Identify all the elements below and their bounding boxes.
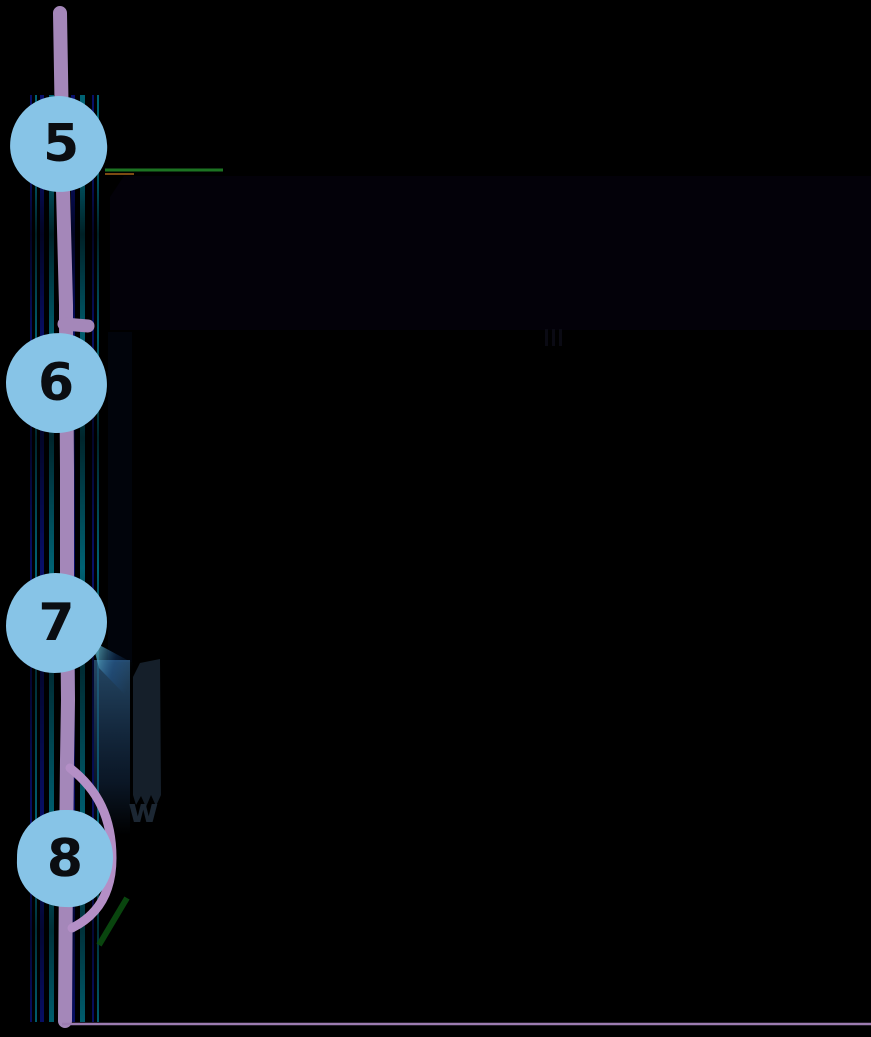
timeline-step-marker-8: 8: [16, 809, 114, 908]
step-number: 8: [46, 828, 84, 889]
step-number: 5: [43, 114, 80, 174]
invisible-column-remnant: [108, 332, 132, 662]
teal-glow-artifact: [92, 641, 133, 703]
green-streak-artifact: [96, 896, 130, 947]
step-number: 7: [38, 593, 75, 653]
remnant-stroke: [559, 329, 562, 346]
invisible-card-panel: [110, 176, 871, 330]
remnant-stroke: [545, 329, 548, 346]
remnant-stroke: [552, 329, 555, 346]
timeline-line-jog: [57, 317, 95, 333]
step-number: 6: [38, 353, 75, 413]
dark-arrow-bar: [133, 659, 161, 807]
ghost-text-w: w: [128, 791, 159, 830]
timeline-step-marker-7: 7: [6, 573, 107, 673]
text-remnant-marks: [545, 329, 562, 346]
